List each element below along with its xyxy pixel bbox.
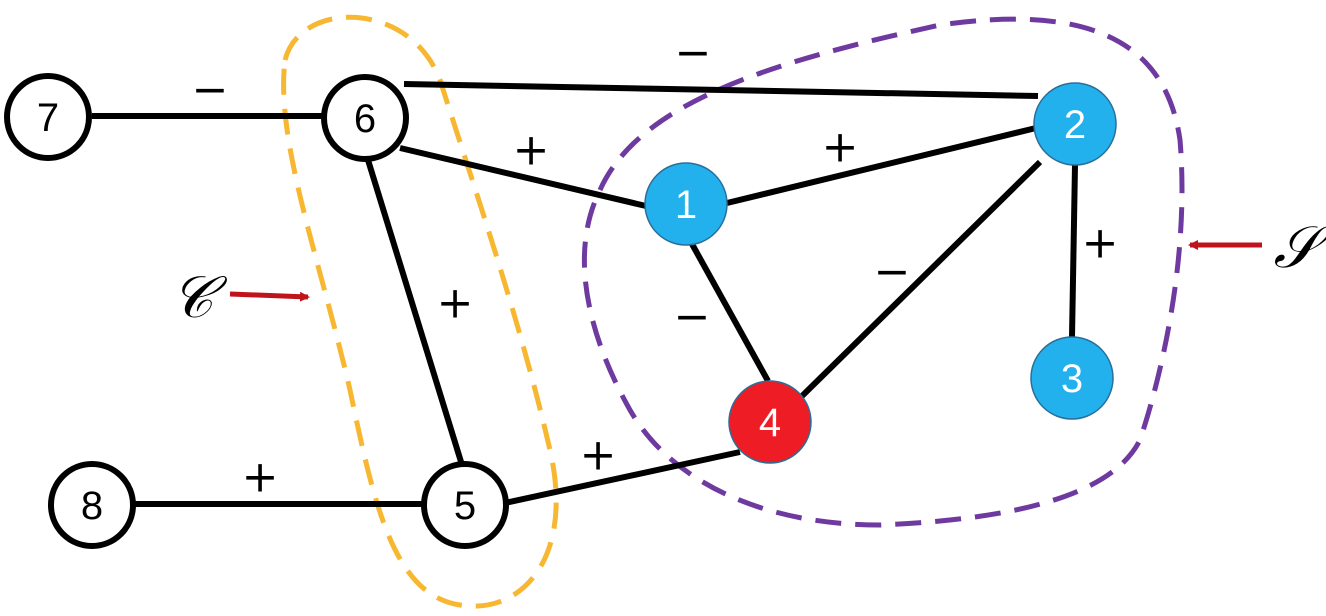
node-5-label: 5 xyxy=(454,484,476,528)
set-c-arrow xyxy=(229,291,310,302)
set-labels-layer: 𝒞 𝒮 xyxy=(171,213,1326,331)
node-8-circle xyxy=(48,461,136,549)
node-6-circle xyxy=(321,74,409,162)
node-6: 6 xyxy=(321,74,409,162)
node-5: 5 xyxy=(421,461,509,549)
edge-1-4 xyxy=(689,242,771,383)
edge-6-1 xyxy=(399,145,647,209)
node-3-circle xyxy=(1030,336,1114,420)
edge-6-2 xyxy=(403,81,1039,99)
node-3: 3 xyxy=(1030,336,1114,420)
node-1-circle xyxy=(644,162,728,246)
node-7-circle xyxy=(4,73,92,161)
node-8-label: 8 xyxy=(81,484,103,528)
node-5-circle xyxy=(421,461,509,549)
node-6-label: 6 xyxy=(354,97,376,141)
edge-sign-6-2: − xyxy=(675,28,712,79)
set-s-label: 𝒮 xyxy=(1274,213,1326,281)
node-3-label: 3 xyxy=(1061,357,1083,401)
edge-5-4 xyxy=(504,449,741,506)
set-c-label: 𝒞 xyxy=(171,263,228,331)
set-s-outline xyxy=(581,16,1185,528)
node-2-label: 2 xyxy=(1064,103,1086,147)
node-7-label: 7 xyxy=(37,96,59,140)
edge-sign-1-2: + xyxy=(822,122,859,173)
edge-6-5 xyxy=(365,159,465,466)
sets-layer xyxy=(281,14,1185,609)
node-4-circle xyxy=(728,380,812,464)
edge-2-3 xyxy=(1069,164,1078,338)
edge-sign-6-1: + xyxy=(513,125,550,176)
edges-layer xyxy=(92,81,1078,507)
edge-1-2 xyxy=(726,125,1037,206)
node-2: 2 xyxy=(1033,82,1117,166)
edge-sign-8-5: + xyxy=(242,452,279,503)
edge-sign-1-4: − xyxy=(674,292,711,343)
edge-2-4 xyxy=(797,159,1043,401)
node-7: 7 xyxy=(4,73,92,161)
node-4-label: 4 xyxy=(759,401,781,445)
edge-sign-7-6: − xyxy=(192,65,229,116)
set-c-outline xyxy=(281,14,559,609)
edge-sign-5-4: + xyxy=(580,430,617,481)
edge-signs-layer: − − + + + − − + + + xyxy=(192,28,1119,503)
node-4: 4 xyxy=(728,380,812,464)
node-1-label: 1 xyxy=(675,183,697,227)
edge-sign-2-4: − xyxy=(874,247,911,298)
node-2-circle xyxy=(1033,82,1117,166)
node-8: 8 xyxy=(48,461,136,549)
nodes-layer: 1 2 3 4 5 6 7 8 xyxy=(4,73,1117,549)
edge-sign-6-5: + xyxy=(437,278,474,329)
edge-sign-2-3: + xyxy=(1082,218,1119,269)
node-1: 1 xyxy=(644,162,728,246)
